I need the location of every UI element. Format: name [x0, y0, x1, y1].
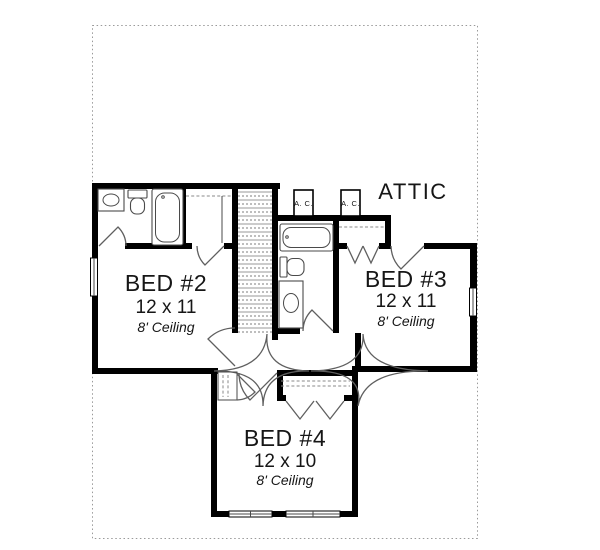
door-swing-bath1 — [98, 226, 127, 247]
window-bed4-bottom-right-glass-line — [286, 511, 340, 517]
wall-bed4-bottom-a — [211, 511, 229, 517]
wall-bath-bottom — [272, 328, 300, 334]
wall-bed4-closet-bottom-a — [277, 395, 286, 401]
hall-door-swings — [207, 327, 429, 407]
wall-bed2-closet-bottom-b — [224, 243, 232, 249]
ac-unit-2-box — [340, 189, 361, 217]
wall-bed2-bottom — [92, 368, 218, 374]
door-swing-bed3 — [390, 245, 425, 270]
wall-bed3-bottom — [355, 366, 477, 372]
wall-stair-left — [232, 189, 238, 333]
room-label-bed2-dimensions: 12 x 11 — [136, 297, 197, 318]
wall-bed4-closet-left — [277, 376, 283, 401]
door-swing-cluster-right — [310, 333, 429, 407]
room-label-bed3-ceiling: 8' Ceiling — [377, 313, 434, 329]
bathtub — [151, 188, 184, 246]
wall-bath1-bottom-b — [125, 243, 180, 249]
walls — [92, 183, 477, 517]
closet-bed4-shelf-dashed — [281, 380, 350, 387]
toilet-2-bowl — [286, 257, 305, 277]
wall-left-upper — [92, 189, 98, 258]
bathroom-bed2 — [97, 188, 184, 247]
door-swing-bath2 — [302, 309, 334, 332]
stair-tread-nosings — [238, 195, 272, 333]
wall-left-lower — [92, 296, 98, 374]
room-label-bed3-name: BED #3 — [365, 266, 447, 292]
wall-bed4-left — [211, 370, 217, 517]
wall-bed4-closet-bottom-b — [344, 395, 353, 401]
bifold-doors-bed3-closet — [346, 245, 380, 265]
bathroom-hall — [278, 223, 334, 332]
room-label-bed4-dimensions: 12 x 10 — [254, 451, 316, 472]
sink-2-basin — [283, 293, 299, 313]
ac-unit-1-box — [293, 189, 314, 217]
wall-bath-right — [333, 221, 339, 333]
door-swing-bed2-entry — [207, 327, 236, 367]
room-label-bed2-name: BED #2 — [125, 270, 207, 296]
wall-bed3-top-b — [379, 243, 391, 249]
labels: ATTIC BED #2 12 x 11 8' Ceiling BED #3 1… — [125, 179, 447, 488]
vanity-2-counter — [278, 280, 304, 329]
sink-basin — [102, 193, 120, 207]
room-label-bed4-ceiling: 8' Ceiling — [256, 472, 313, 488]
door-swing-cluster-left — [213, 333, 310, 407]
room-label-bed4-name: BED #4 — [244, 425, 326, 451]
closet-bed3 — [339, 226, 425, 270]
door-swing-bed2-closet — [196, 245, 225, 266]
wall-bath-top — [278, 215, 391, 221]
wall-bed2-closet-bottom-a — [180, 243, 192, 249]
closet-bed2 — [186, 195, 232, 266]
toilet-2-tank — [279, 256, 288, 278]
wall-stair-right — [272, 189, 278, 340]
ac-units: A. C. A. C. — [293, 189, 361, 217]
stair-treads — [238, 191, 272, 329]
wall-bed4-right — [352, 366, 358, 517]
wall-hall-right — [355, 333, 361, 366]
room-label-bed3-dimensions: 12 x 11 — [376, 291, 437, 312]
room-label-bed2-ceiling: 8' Ceiling — [137, 319, 194, 335]
bathtub-2 — [279, 223, 334, 252]
door-swing-linen-closet — [236, 373, 256, 401]
bifold-doors-bed4-closet — [285, 400, 345, 421]
bathtub-drain — [161, 195, 165, 199]
wall-bed3-top-a — [333, 243, 347, 249]
toilet-tank — [127, 189, 148, 199]
bathtub-2-basin — [282, 227, 331, 248]
wall-bed4-bottom-b — [272, 511, 286, 517]
staircase — [238, 191, 272, 333]
ac-unit-2-label: A. C. — [341, 199, 360, 208]
wall-bed4-bottom-c — [340, 511, 358, 517]
toilet-bowl — [129, 197, 146, 215]
bathtub-basin — [155, 192, 180, 243]
closets-bed4 — [217, 371, 350, 421]
wall-bed3-top-c — [424, 243, 477, 249]
window-bed4-bottom-left-glass-line — [229, 511, 272, 517]
vanity-counter — [97, 188, 125, 212]
ac-unit-1-label: A. C. — [294, 199, 313, 208]
wall-bed3-right-lower — [470, 316, 477, 372]
wall-top — [92, 183, 280, 189]
wall-bed4-closet-top — [277, 370, 355, 376]
linen-closet-outline — [217, 371, 238, 401]
wall-bed3-closet-right — [385, 221, 391, 243]
windows — [90, 257, 477, 518]
attic-label: ATTIC — [378, 179, 447, 204]
linen-closet-shelves-dashed — [222, 375, 229, 397]
wall-bath1-bottom-a — [92, 243, 98, 249]
bathtub-2-drain — [285, 235, 289, 239]
wall-bed3-right-upper — [470, 243, 477, 288]
